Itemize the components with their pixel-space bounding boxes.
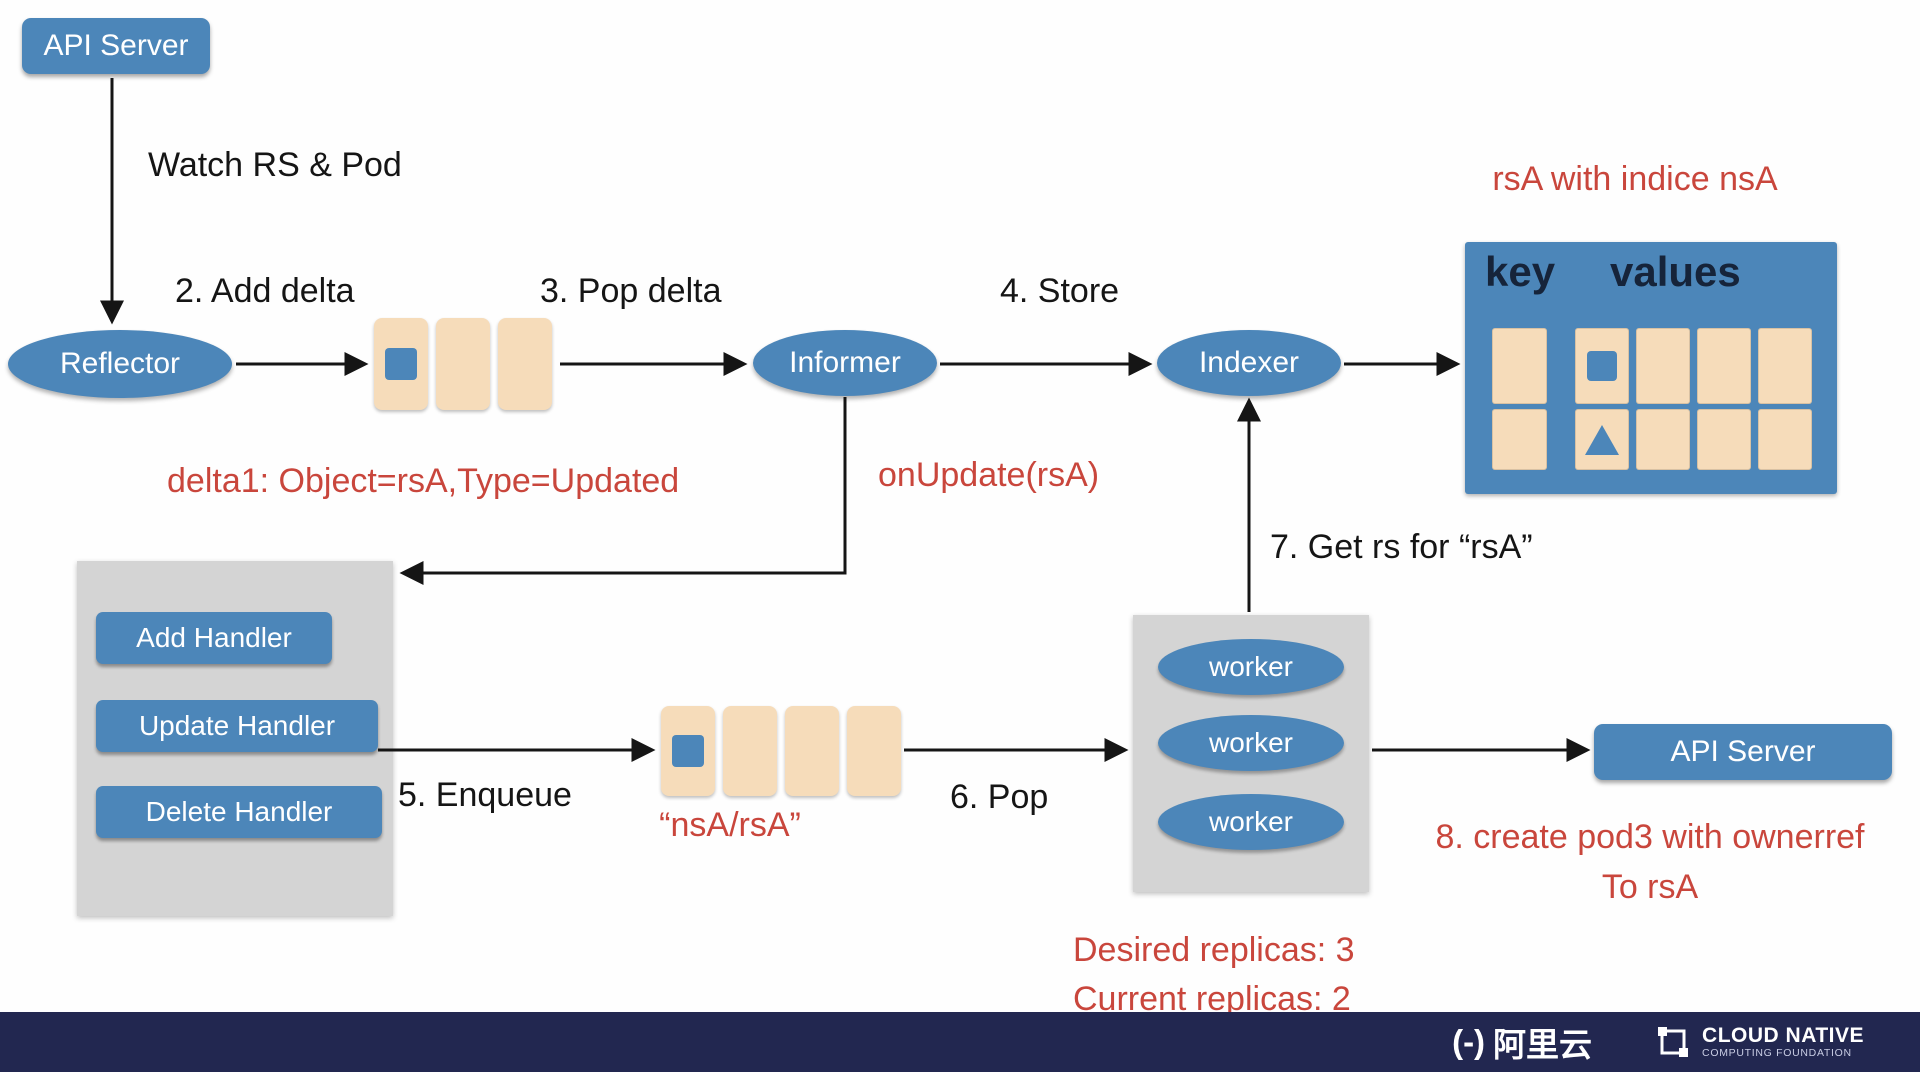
step-3-label: 3. Pop delta [540, 272, 722, 310]
annotation-replicas: Desired replicas: 3 Current replicas: 2 [1073, 926, 1355, 1024]
annotation-step8-line1: 8. create pod3 with ownerref [1435, 818, 1865, 856]
annotation-current-replicas: Current replicas: 2 [1073, 980, 1351, 1018]
value-cell [1575, 409, 1629, 470]
delta-queue-item [374, 318, 428, 410]
delta-queue-item [498, 318, 552, 410]
delta-marker-square [385, 348, 417, 380]
worker-node: worker [1158, 639, 1344, 695]
value-cell [1697, 328, 1751, 404]
alibaba-cloud-logo: (-) 阿里云 [1452, 1018, 1592, 1066]
worker-node: worker [1158, 715, 1344, 771]
cncf-name-line1: CLOUD NATIVE [1702, 1024, 1864, 1048]
reflector-node: Reflector [8, 330, 232, 398]
step-4-label: 4. Store [1000, 272, 1120, 310]
value-cell [1758, 328, 1812, 404]
delta-queue-item [436, 318, 490, 410]
table-header-key: key [1485, 248, 1556, 295]
annotation-queue-key: “nsA/rsA” [659, 806, 801, 844]
work-queue-item [661, 706, 715, 796]
work-queue-item [723, 706, 777, 796]
value-cell [1758, 409, 1812, 470]
annotation-onupdate: onUpdate(rsA) [878, 456, 1100, 494]
work-queue-marker-square [672, 735, 704, 767]
work-queue-item [847, 706, 901, 796]
handlers-panel: Add Handler Update Handler Delete Handle… [77, 561, 393, 916]
value-marker-square [1587, 351, 1617, 381]
value-cell [1697, 409, 1751, 470]
alibaba-brackets-icon: (-) [1452, 1023, 1486, 1060]
annotation-step8-line2: To rsA [1601, 868, 1699, 906]
key-cell [1492, 328, 1547, 404]
annotation-delta1: delta1: Object=rsA,Type=Updated [167, 462, 680, 500]
annotation-rsa-indice: rsA with indice nsA [1492, 160, 1778, 198]
cncf-logo: CLOUD NATIVE COMPUTING FOUNDATION [1656, 1025, 1864, 1059]
workers-panel: worker worker worker [1133, 615, 1369, 892]
index-store-table: key values [1465, 242, 1837, 494]
annotation-step8: 8. create pod3 with ownerref To rsA [1395, 812, 1905, 912]
watch-label: Watch RS & Pod [148, 146, 402, 184]
key-cell [1492, 409, 1547, 470]
cncf-name-line2: COMPUTING FOUNDATION [1702, 1046, 1852, 1059]
value-cell [1636, 409, 1690, 470]
api-server-right-node: API Server [1594, 724, 1892, 780]
add-handler-button: Add Handler [96, 612, 332, 664]
informer-node: Informer [753, 330, 937, 396]
value-cell [1575, 328, 1629, 404]
update-handler-button: Update Handler [96, 700, 378, 752]
cncf-cube-icon [1658, 1027, 1689, 1057]
footer-bar: (-) 阿里云 CLOUD NATIVE COMPUTING FOUNDATIO… [0, 1012, 1920, 1072]
step-5-label: 5. Enqueue [398, 776, 572, 814]
indexer-node: Indexer [1157, 330, 1341, 396]
cncf-text: CLOUD NATIVE COMPUTING FOUNDATION [1702, 1025, 1864, 1058]
step-7-label: 7. Get rs for “rsA” [1270, 528, 1533, 566]
api-server-top-node: API Server [22, 18, 210, 74]
alibaba-name: 阿里云 [1493, 1026, 1593, 1063]
value-marker-triangle [1585, 425, 1619, 455]
table-header-values: values [1610, 248, 1741, 295]
annotation-desired-replicas: Desired replicas: 3 [1073, 931, 1355, 969]
value-cell [1636, 328, 1690, 404]
work-queue-item [785, 706, 839, 796]
worker-node: worker [1158, 794, 1344, 850]
step-6-label: 6. Pop [950, 778, 1049, 816]
step-2-label: 2. Add delta [175, 272, 355, 310]
delete-handler-button: Delete Handler [96, 786, 382, 838]
